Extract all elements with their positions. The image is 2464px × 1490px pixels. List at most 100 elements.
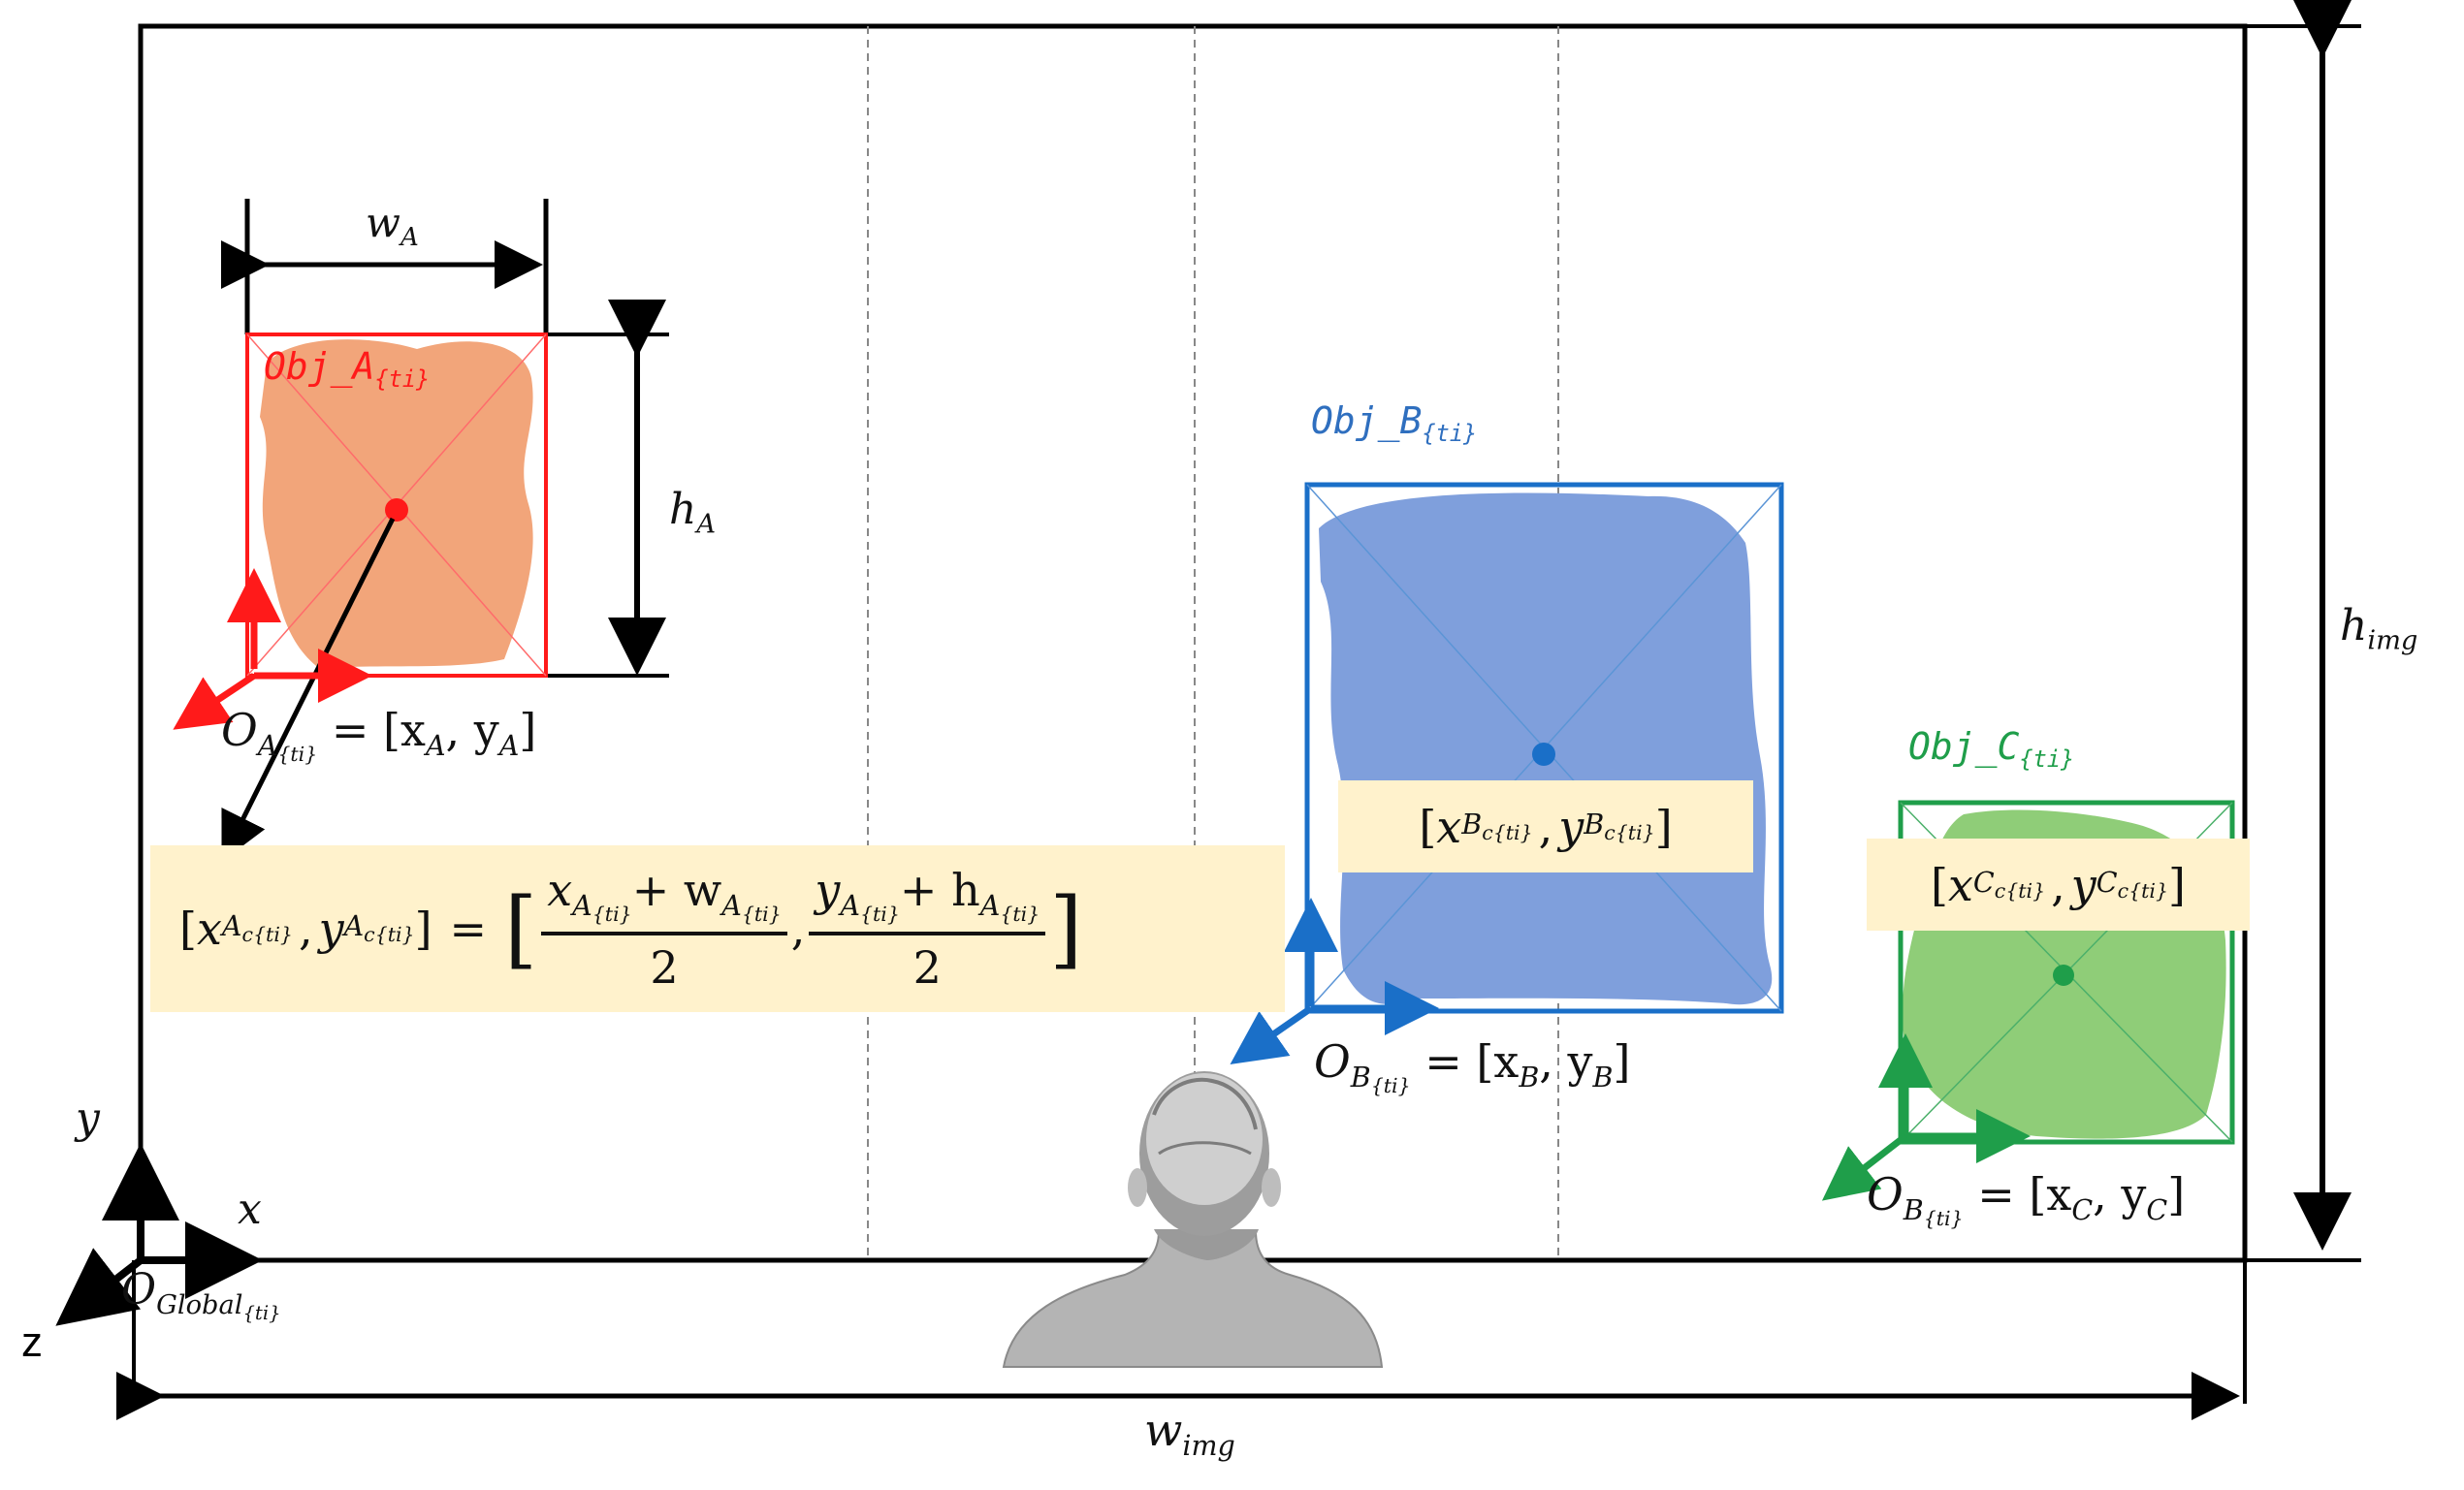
- formula-num1-x-time: {ti}: [592, 903, 632, 926]
- center-c-x-ti-close: }: [2032, 879, 2046, 904]
- center-b-y-ti-close: }: [1642, 821, 1655, 845]
- obj-c-ti-i: i: [2046, 745, 2061, 774]
- origin-a-o: O: [221, 704, 258, 756]
- formula-lhs-comma: ,: [298, 903, 313, 955]
- origin-c-ti-open: {t: [1923, 1207, 1944, 1231]
- formula-lhs-y-sub: Ac{ti}: [344, 910, 415, 946]
- w-img-label: wimg: [1144, 1404, 1235, 1462]
- w-a-label: wA: [366, 199, 419, 252]
- formula-num1-x-sub: A{ti}: [572, 890, 632, 926]
- formula-lhs-y: y: [318, 903, 344, 955]
- center-b-y-ti-i: i: [1636, 821, 1643, 845]
- origin-a-y-sub: A: [498, 729, 520, 762]
- obj-c-title: Obj_C{ti}: [1908, 725, 2074, 773]
- formula-frac-x: xA{ti}+ wA{ti} 2: [541, 864, 787, 994]
- center-b-close: ]: [1654, 800, 1673, 853]
- obj-b-title: Obj_B{ti}: [1311, 399, 1477, 447]
- formula-num1-x-ti-open: {t: [592, 903, 614, 927]
- formula-frac-y-numerator: yA{ti}+ hA{ti}: [809, 863, 1046, 936]
- formula-num2-y-sub-name: A: [840, 889, 860, 922]
- formula-num2-h-time: {ti}: [1000, 903, 1040, 926]
- origin-a-subscript-time: {ti}: [277, 743, 317, 766]
- formula-num2-y: y: [815, 863, 841, 916]
- center-b-comma: ,: [1538, 800, 1553, 853]
- formula-num2-h-ti-close: }: [1027, 903, 1040, 927]
- formula-lhs-y-ti-open: {t: [374, 923, 396, 947]
- origin-b-label: OB{ti} = [xB, yB]: [1314, 1035, 1630, 1097]
- center-c-comma: ,: [2051, 858, 2065, 911]
- global-origin-ti-i: i: [262, 1301, 270, 1324]
- origin-b-ti-open: {t: [1370, 1074, 1392, 1098]
- obj-a-ti-close: }: [415, 365, 431, 394]
- observer-figure: [1002, 1071, 1384, 1368]
- formula-lhs-x-c: c: [241, 923, 254, 947]
- center-c-x-c: c: [1994, 879, 2006, 904]
- formula-rhs-close: ]: [1049, 879, 1083, 978]
- global-origin-subscript-time: {ti}: [242, 1301, 280, 1323]
- origin-c-ti-close: }: [1950, 1207, 1964, 1231]
- center-c-y-ti-open: {t: [2128, 879, 2150, 904]
- origin-c-subscript: B{ti}: [1904, 1194, 1964, 1230]
- center-c-close: ]: [2168, 858, 2186, 911]
- h-a-symbol: h: [669, 485, 697, 534]
- h-img-symbol: h: [2340, 601, 2368, 650]
- formula-num2-y-ti-open: {t: [859, 903, 881, 927]
- origin-c-eq: = [x: [1977, 1168, 2072, 1221]
- origin-a-eq: = [x: [331, 704, 426, 756]
- formula-num2-h-sub: A{ti}: [979, 889, 1040, 926]
- formula-num1-plus-w: + w: [631, 863, 722, 916]
- obj-a-local-z-axis: [173, 673, 256, 730]
- center-c-x-ti-open: {t: [2005, 879, 2027, 904]
- center-c-y-sub-name: C: [2096, 866, 2118, 899]
- formula-lhs-x-sub-name: A: [221, 910, 242, 943]
- formula-num2-y-ti-i: i: [880, 903, 887, 927]
- formula-lhs-x-sub: Ac{ti}: [222, 910, 293, 946]
- obj-c-local-z-axis: [1821, 1133, 1908, 1201]
- origin-a-x-sub: A: [425, 729, 446, 762]
- h-a-label: hA: [669, 485, 716, 540]
- formula-num1-w-ti-open: {t: [741, 903, 763, 927]
- formula-frac-y-denominator: 2: [912, 941, 942, 995]
- center-b-x-c: c: [1482, 821, 1493, 845]
- origin-c-ti-i: i: [1944, 1207, 1951, 1231]
- obj-b-time: {ti}: [1422, 420, 1477, 447]
- w-img-subscript: img: [1182, 1429, 1235, 1462]
- w-img-symbol: w: [1144, 1404, 1183, 1456]
- formula-frac-x-denominator: 2: [650, 941, 679, 995]
- global-origin-ti-open: {t: [242, 1301, 263, 1324]
- formula-frac-y: yA{ti}+ hA{ti} 2: [809, 863, 1046, 995]
- center-b-x-sub-name: B: [1461, 808, 1483, 840]
- center-b-x-ti-i: i: [1514, 821, 1520, 845]
- formula-num2-h-sub-name: A: [979, 889, 1001, 922]
- origin-c-label: OB{ti} = [xC, yC]: [1867, 1168, 2185, 1230]
- origin-b-end: ]: [1613, 1035, 1631, 1088]
- origin-b-subscript-name: B: [1350, 1061, 1371, 1094]
- origin-c-comma: , y: [2093, 1168, 2147, 1221]
- obj-a-ti-open: {t: [374, 365, 402, 394]
- origin-a-label: OA{ti} = [xA, yA]: [221, 704, 536, 766]
- formula-equals: =: [449, 903, 488, 955]
- global-z-axis: [55, 1248, 144, 1326]
- global-z-label: z: [21, 1318, 43, 1366]
- origin-c-x-sub: C: [2071, 1193, 2094, 1226]
- global-origin-subscript: Global{ti}: [156, 1290, 281, 1324]
- center-b-y-sub-time: c{ti}: [1604, 821, 1654, 844]
- origin-c-end: ]: [2167, 1168, 2186, 1221]
- obj-b-ti-i: i: [1449, 420, 1463, 448]
- obj-c-ti-open: {t: [2019, 745, 2047, 774]
- formula-lhs-open: [: [179, 903, 197, 955]
- origin-a-comma: , y: [445, 704, 499, 756]
- formula-lhs-close: ]: [414, 903, 432, 955]
- formula-num2-h-ti-i: i: [1020, 903, 1028, 927]
- origin-a-ti-open: {t: [277, 743, 299, 767]
- center-b-y-c: c: [1604, 821, 1616, 845]
- center-b-y: y: [1558, 800, 1584, 853]
- formula-frac-x-numerator: xA{ti}+ wA{ti}: [541, 863, 787, 936]
- h-a-subscript: A: [696, 509, 717, 540]
- formula-rhs-comma: ,: [790, 903, 806, 955]
- obj-a-title: Obj_A{ti}: [264, 345, 430, 393]
- obj-b-ti-open: {t: [1422, 420, 1450, 448]
- center-b-x: x: [1436, 800, 1462, 853]
- global-y-label: y: [76, 1094, 100, 1143]
